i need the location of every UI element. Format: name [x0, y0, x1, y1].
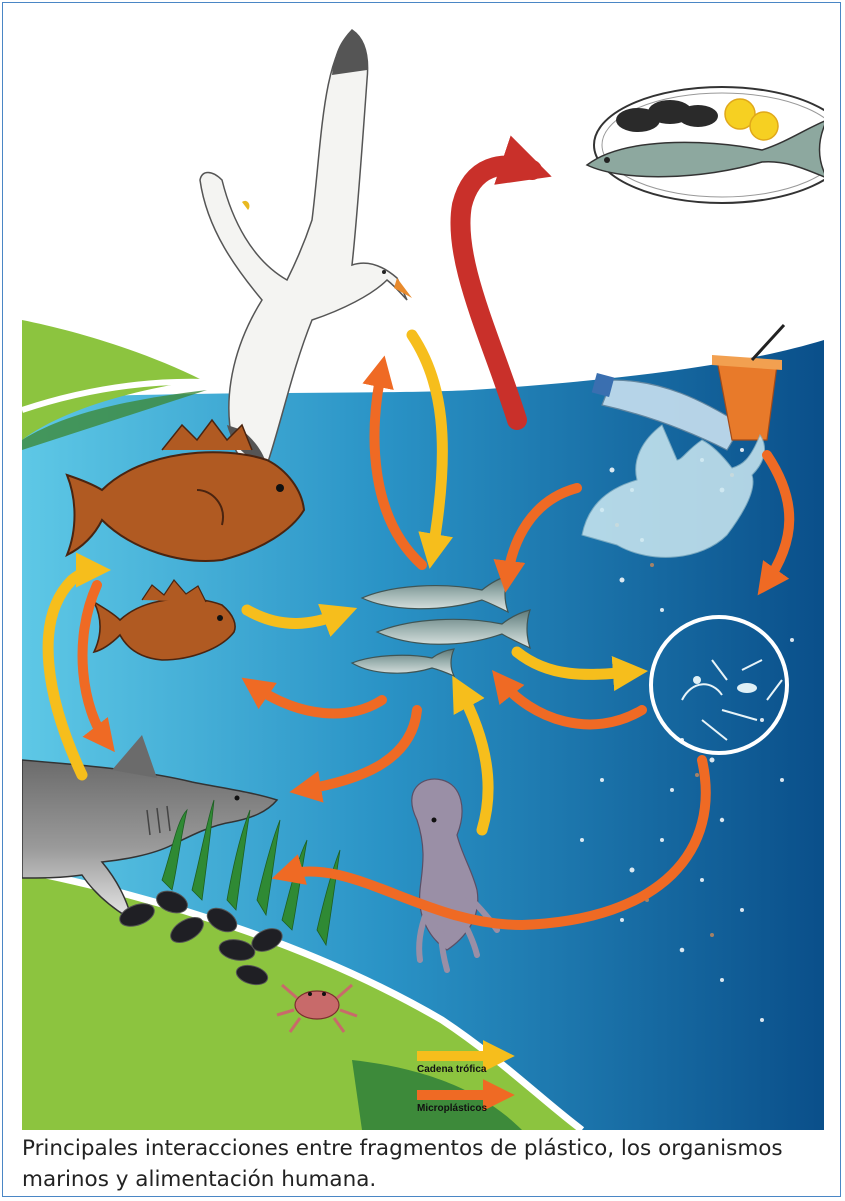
red-arrow-to-human: [460, 166, 532, 420]
plate-of-seafood: [587, 87, 824, 203]
figure-caption: Principales interacciones entre fragment…: [22, 1133, 832, 1195]
marine-food-web-illustration: Cadena trófica Microplásticos: [22, 20, 824, 1130]
legend-label-microplastics: Microplásticos: [417, 1103, 487, 1114]
legend-label-food-chain: Cadena trófica: [417, 1064, 487, 1075]
